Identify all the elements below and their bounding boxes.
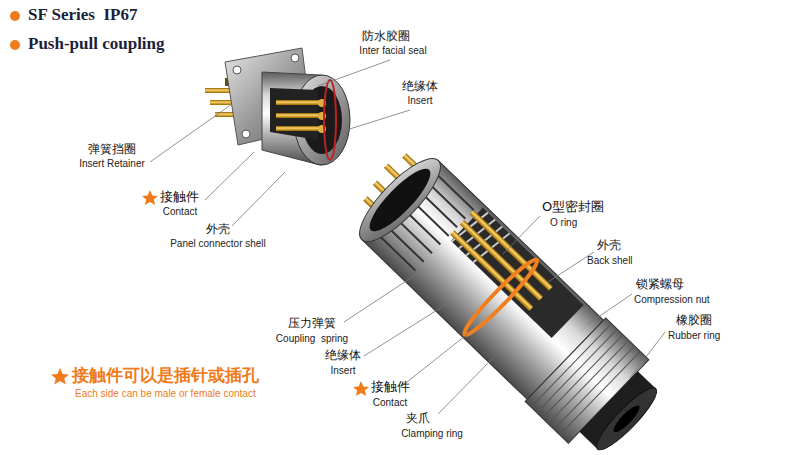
part-label: Contact	[373, 397, 407, 409]
panel-connector	[205, 48, 350, 165]
star	[353, 381, 369, 396]
part-label: 绝缘体	[325, 349, 361, 363]
note: 接触件可以是插针或插孔	[72, 366, 259, 386]
heading: Push-pull coupling	[28, 34, 165, 54]
part-label: 防水胶圈	[362, 30, 410, 44]
part-label: Insert	[330, 365, 355, 377]
part-label: 弹簧挡圈	[88, 143, 136, 157]
part-label: 外壳	[597, 239, 621, 253]
star	[142, 190, 158, 205]
cable-plug	[335, 135, 674, 455]
part-label: 外壳	[206, 223, 230, 237]
part-label: 夹爪	[406, 412, 430, 426]
bullet	[10, 11, 20, 21]
part-label: O型密封圈	[542, 200, 604, 215]
part-label: Panel connector shell	[170, 238, 266, 250]
part-label: 接触件	[371, 380, 410, 395]
part-label: O ring	[550, 217, 577, 229]
part-label: Inter facial seal	[359, 45, 426, 57]
part-label: 锁紧螺母	[636, 278, 684, 292]
part-label: 橡胶圈	[676, 314, 712, 328]
part-label: 压力弹簧	[288, 317, 336, 331]
star	[51, 368, 69, 385]
part-label: Insert	[407, 95, 432, 107]
part-label: Contact	[163, 206, 197, 218]
part-label: Clamping ring	[401, 428, 463, 440]
heading: SF Series IP67	[28, 5, 137, 25]
part-label: Coupling spring	[276, 333, 348, 345]
leader-lines	[150, 60, 665, 414]
part-label: Rubber ring	[668, 330, 720, 342]
bullet	[10, 40, 20, 50]
part-label: 接触件	[160, 190, 199, 205]
note: Each side can be male or female contact	[75, 388, 256, 400]
part-label: 绝缘体	[402, 80, 438, 94]
part-label: Compression nut	[634, 294, 710, 306]
part-label: Insert Retainer	[79, 158, 145, 170]
part-label: Back shell	[587, 255, 633, 267]
